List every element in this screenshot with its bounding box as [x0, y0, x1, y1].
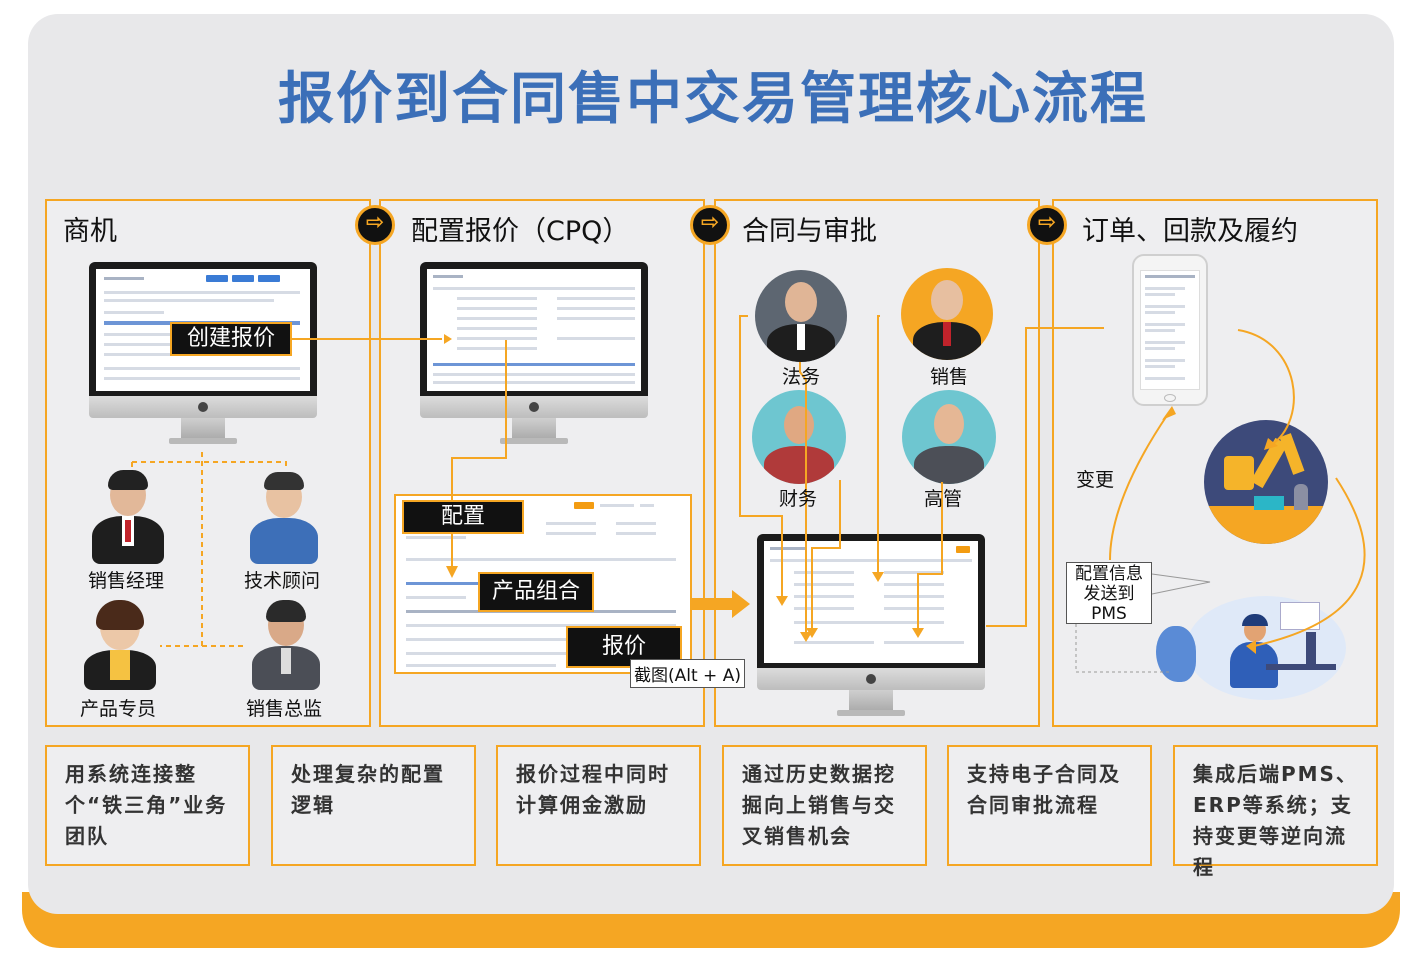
pms-info-text: 配置信息 发送到 PMS	[1075, 564, 1143, 624]
panel-title-cpq: 配置报价（CPQ）	[411, 216, 630, 247]
role-label-finance: 财务	[778, 488, 817, 510]
role-label-sales-manager: 销售经理	[87, 570, 164, 592]
person-icon	[902, 390, 996, 484]
arrow-right-icon	[1027, 205, 1067, 245]
role-label-sales-director: 销售总监	[245, 698, 322, 720]
person-icon	[755, 270, 847, 362]
person-icon	[88, 470, 168, 566]
page-title: 报价到合同售中交易管理核心流程	[278, 67, 1148, 132]
monitor-icon	[420, 262, 648, 450]
description-box: 通过历史数据挖掘向上销售与交叉销售机会	[722, 745, 927, 866]
description-box: 报价过程中同时计算佣金激励	[496, 745, 701, 866]
description-box: 用系统连接整个“铁三角”业务团队	[45, 745, 250, 866]
description-box: 处理复杂的配置逻辑	[271, 745, 476, 866]
robot-arm-icon	[1204, 420, 1328, 544]
product-bundle-tag: 产品组合	[478, 572, 594, 612]
role-label-legal: 法务	[781, 366, 820, 388]
arrow-right-icon	[690, 205, 730, 245]
phone-icon	[1132, 254, 1208, 406]
description-box: 集成后端PMS、ERP等系统；支持变更等逆向流程	[1173, 745, 1378, 879]
panel-title-contract: 合同与审批	[742, 216, 877, 247]
person-icon	[80, 600, 160, 692]
panel-title-order: 订单、回款及履约	[1082, 216, 1298, 247]
person-icon	[244, 470, 324, 566]
pms-info-callout: 配置信息 发送到 PMS	[1066, 562, 1152, 624]
role-label-product-specialist: 产品专员	[79, 698, 156, 720]
screenshot-hint: 截图(Alt + A)	[630, 659, 745, 688]
person-icon	[901, 268, 993, 360]
role-label-sales: 销售	[929, 366, 968, 388]
role-label-executive: 高管	[923, 488, 962, 510]
change-label: 变更	[1076, 469, 1115, 491]
description-box: 支持电子合同及合同审批流程	[947, 745, 1152, 866]
configure-tag: 配置	[402, 500, 524, 534]
create-quote-tag: 创建报价	[170, 322, 292, 356]
role-label-tech-consultant: 技术顾问	[243, 570, 320, 592]
person-icon	[246, 600, 326, 692]
worker-desk-icon	[1156, 592, 1356, 704]
panel-title-opportunity: 商机	[63, 216, 117, 247]
person-icon	[752, 390, 846, 484]
arrow-right-icon	[355, 205, 395, 245]
